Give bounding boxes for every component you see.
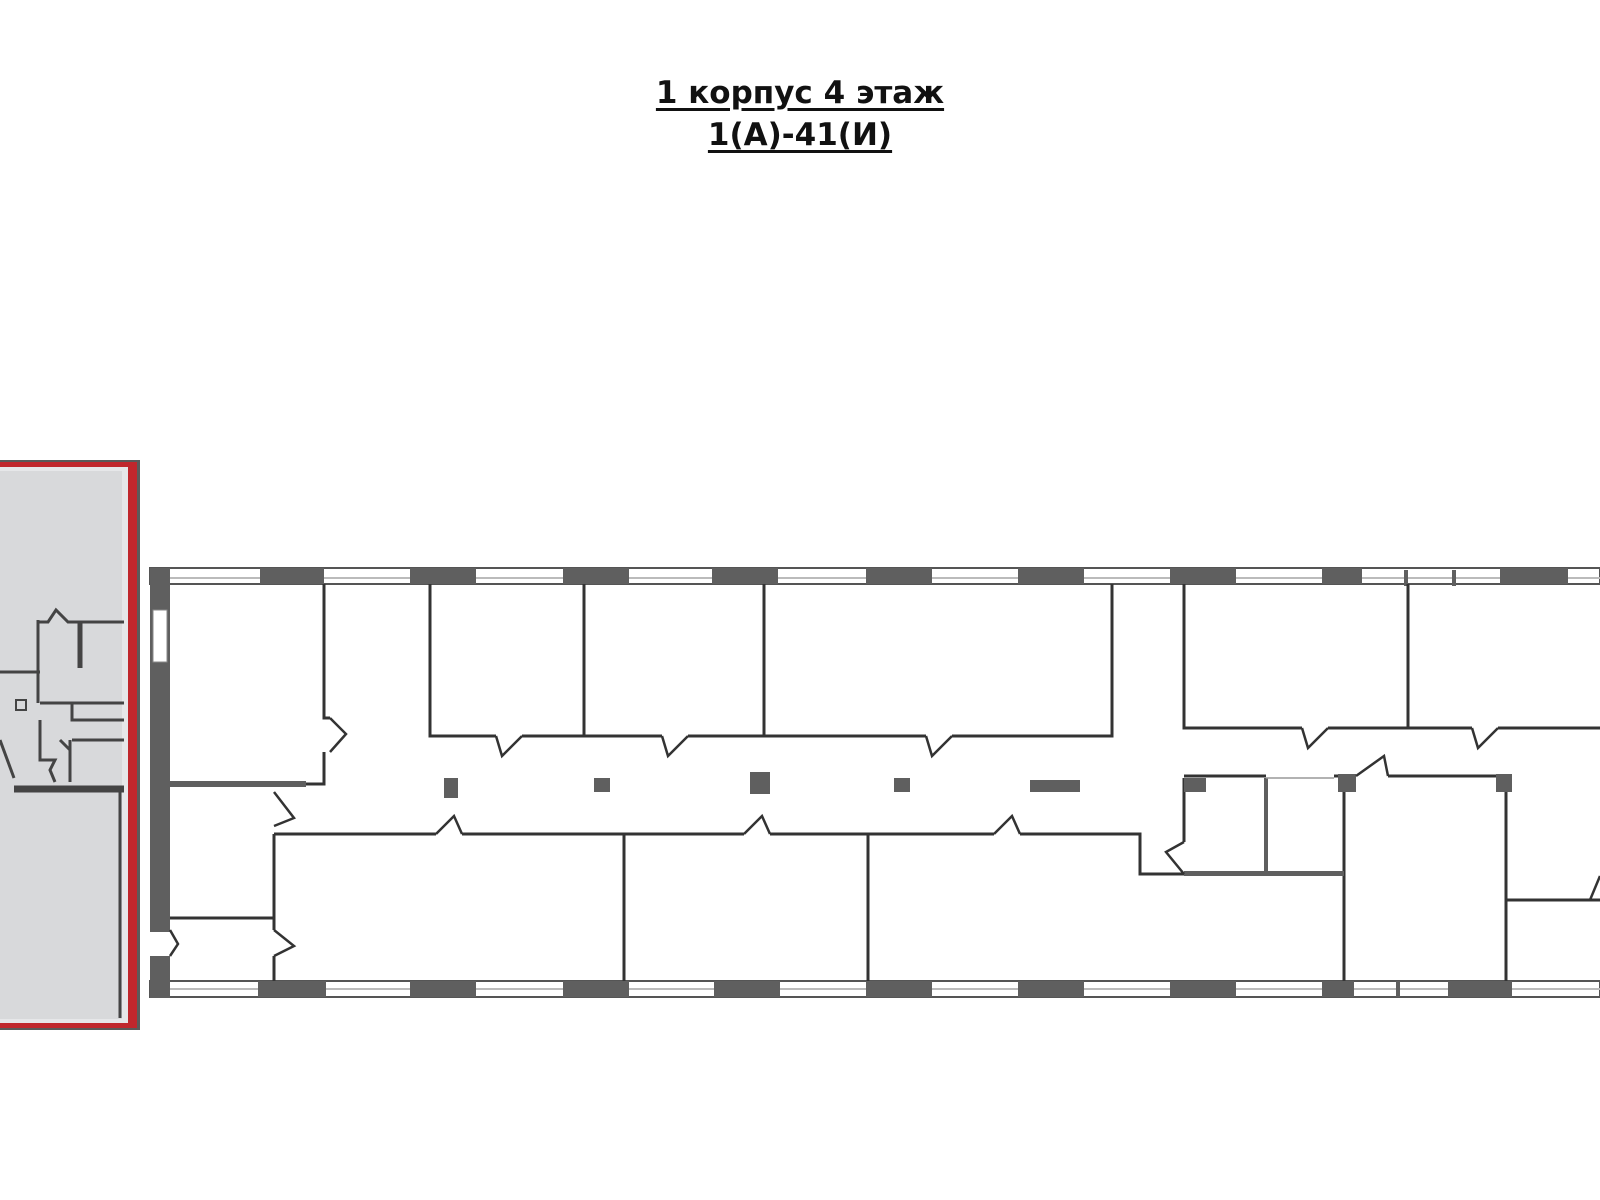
plan-title: 1 корпус 4 этаж 1(А)-41(И)	[0, 72, 1600, 156]
door-swing-icon	[1164, 840, 1185, 875]
door-swing-icon	[329, 717, 348, 753]
wall-segment	[168, 781, 306, 787]
column-top	[563, 568, 629, 584]
column-top	[866, 568, 932, 584]
column-bottom	[1170, 981, 1236, 997]
column-bottom	[1396, 981, 1400, 997]
door-swing-icon	[273, 929, 297, 958]
left-wall	[150, 568, 170, 998]
column-bottom	[1448, 981, 1512, 997]
column-bottom	[866, 981, 932, 997]
door-swing-icon	[660, 735, 689, 759]
door-swing-icon	[168, 929, 180, 957]
selected-unit[interactable]	[0, 460, 140, 1030]
interior-walls	[170, 584, 1600, 981]
door-swing-icon	[743, 813, 772, 835]
title-building-floor: 1 корпус 4 этаж	[655, 75, 945, 111]
left-window	[152, 609, 168, 663]
column-top	[1500, 568, 1568, 584]
column-bottom	[1322, 981, 1354, 997]
door-swing-icon	[1300, 727, 1329, 751]
door-swing-icon	[1588, 875, 1600, 901]
column-bottom	[563, 981, 629, 997]
wall-segment	[1184, 871, 1344, 876]
column-bottom	[1018, 981, 1084, 997]
facade-columns	[258, 568, 1568, 997]
door-swing-icon	[273, 791, 296, 828]
wall-segment	[1184, 778, 1206, 792]
column-top	[1170, 568, 1236, 584]
door-swing-icon	[1355, 753, 1390, 778]
structural-walls	[168, 774, 1512, 876]
door-swing-icon	[993, 813, 1022, 835]
column-top	[1322, 568, 1362, 584]
pillar	[444, 778, 458, 798]
column-top	[712, 568, 778, 584]
corridor-pillars	[444, 772, 1080, 798]
pillar	[1030, 780, 1080, 792]
column-top	[260, 568, 324, 584]
door-swing-icon	[435, 813, 464, 835]
column-top	[410, 568, 476, 584]
column-bottom	[410, 981, 476, 997]
selected-unit-fill	[0, 471, 122, 1019]
wall-segment	[1338, 774, 1356, 792]
column-top	[1018, 568, 1084, 584]
column-bottom	[714, 981, 780, 997]
door-swing-icon	[924, 735, 953, 759]
building-outline	[149, 567, 1600, 998]
title-axes-range: 1(А)-41(И)	[707, 117, 893, 153]
pillar	[750, 772, 770, 794]
pillar	[594, 778, 610, 792]
door-swing-icon	[1470, 727, 1499, 751]
column-bottom	[258, 981, 326, 997]
selected-unit-walls	[0, 607, 124, 1018]
doors	[168, 717, 1600, 958]
pillar	[894, 778, 910, 792]
door-swing-icon	[494, 735, 523, 759]
column-top	[1452, 570, 1456, 586]
wall-segment	[1264, 778, 1268, 874]
wall-segment	[1496, 774, 1512, 792]
column-top	[1404, 570, 1408, 586]
